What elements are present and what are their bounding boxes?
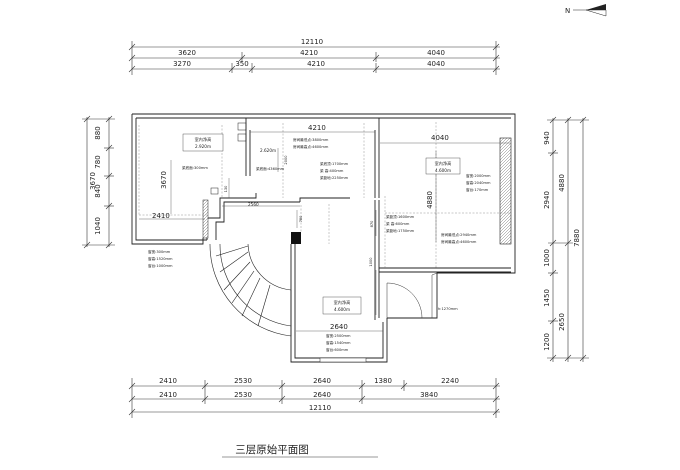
left-window-width: 窗宽:300mm bbox=[148, 249, 171, 254]
left-window-sill: 窗台:1000mm bbox=[148, 263, 173, 268]
bottom-dim-6: 2410 bbox=[159, 391, 177, 399]
left-total-dim: 3670 bbox=[89, 172, 97, 190]
shaft-box bbox=[210, 187, 219, 195]
right-h-high: 房间最高点:4600mm bbox=[441, 239, 477, 244]
right-dim-2: 2940 bbox=[543, 191, 551, 209]
bottom-total-dim: 12110 bbox=[309, 404, 331, 412]
right-dimension-lines bbox=[547, 116, 589, 362]
left-dim-2: 780 bbox=[94, 155, 102, 168]
middle-beam-floor: 梁距地:2250mm bbox=[320, 175, 349, 180]
right-window-width: 窗宽:2000mm bbox=[466, 173, 491, 178]
right-window-height: 窗高:2040mm bbox=[466, 180, 491, 185]
bottom-room-height: 4.600m bbox=[334, 307, 350, 312]
middle-dim-780: 780 bbox=[299, 215, 303, 223]
north-label: N bbox=[565, 7, 570, 15]
middle-beam-top: 梁底顶:1700mm bbox=[320, 161, 349, 166]
right-dim-7: 2650 bbox=[558, 313, 566, 331]
right-dim-4040: 4040 bbox=[431, 134, 449, 142]
left-room-name: 室内净高 bbox=[195, 136, 212, 143]
bottom-room-name: 室内净高 bbox=[334, 299, 351, 306]
middle-h-high: 房间最高点:4600mm bbox=[293, 144, 329, 149]
bottom-dim-1: 2410 bbox=[159, 377, 177, 385]
right-dim-1: 940 bbox=[543, 131, 551, 144]
right-h-low: 房间最低点:2940mm bbox=[441, 232, 477, 237]
middle-level: 2.620m bbox=[260, 148, 276, 153]
right-dim-4: 1450 bbox=[543, 289, 551, 307]
right-beam-top: 梁距顶:1600mm bbox=[386, 214, 415, 219]
middle-beam-high: 梁 高:400mm bbox=[320, 168, 344, 173]
top-dim-7: 4040 bbox=[427, 60, 445, 68]
right-beam-floor: 梁距地:1750mm bbox=[386, 228, 415, 233]
interior-dimension-lines bbox=[139, 131, 510, 332]
north-arrow-icon bbox=[586, 4, 606, 10]
middle-beam-left: 梁底面:4360mm bbox=[256, 166, 285, 171]
right-window-sill: 窗台:170mm bbox=[466, 187, 489, 192]
top-total-dim: 12110 bbox=[301, 38, 323, 46]
middle-h-low: 房间最低点:3800mm bbox=[293, 137, 329, 142]
shaft-box bbox=[237, 122, 247, 131]
top-dim-3: 4040 bbox=[427, 49, 445, 57]
bottom-window-sill: 窗台:600mm bbox=[326, 347, 349, 352]
right-beam-high: 梁 高:600mm bbox=[386, 221, 410, 226]
middle-dim-1000: 1000 bbox=[369, 257, 373, 267]
bottom-window bbox=[319, 357, 367, 363]
bottom-dimension-lines bbox=[128, 378, 500, 418]
left-dim-1: 880 bbox=[94, 126, 102, 139]
top-dim-1: 3620 bbox=[178, 49, 196, 57]
bottom-dim-4: 1380 bbox=[374, 377, 392, 385]
right-dim-6: 4880 bbox=[558, 174, 566, 192]
top-dim-6: 4210 bbox=[307, 60, 325, 68]
right-room-height: 4.600m bbox=[435, 168, 451, 173]
walls bbox=[131, 113, 516, 363]
left-room-dim-v: 3670 bbox=[160, 171, 168, 189]
bottom-dim-5: 2240 bbox=[441, 377, 459, 385]
bottom-dim-8: 2640 bbox=[313, 391, 331, 399]
middle-dim-2560: 2560 bbox=[248, 202, 259, 207]
column bbox=[291, 232, 301, 244]
bottom-dim-9: 3840 bbox=[420, 391, 438, 399]
middle-dim-870: 870 bbox=[370, 220, 374, 228]
right-total-dim: 7880 bbox=[573, 229, 581, 247]
drawing-title: 三层原始平面图 bbox=[235, 443, 309, 456]
top-dimension-lines bbox=[128, 41, 500, 75]
left-dim-4: 1040 bbox=[94, 217, 102, 235]
left-dim-3: 840 bbox=[94, 184, 102, 197]
left-room-box bbox=[182, 133, 224, 152]
bottom-window-width: 窗宽:2500mm bbox=[326, 333, 351, 338]
left-room-beam: 梁底面:300mm bbox=[182, 165, 208, 170]
bottom-dim-7: 2530 bbox=[234, 391, 252, 399]
north-arrow: N bbox=[565, 4, 607, 17]
left-dimension-lines bbox=[82, 115, 115, 249]
shaft-box bbox=[237, 133, 247, 142]
right-dim-3: 1000 bbox=[543, 249, 551, 267]
middle-dim-130: 130 bbox=[224, 185, 228, 193]
bottom-room-box bbox=[322, 296, 362, 315]
bottom-window-height: 窗高:1540mm bbox=[326, 340, 351, 345]
top-dim-2: 4210 bbox=[300, 49, 318, 57]
right-dim-4880: 4880 bbox=[426, 191, 434, 209]
bottom-dim-2640: 2640 bbox=[330, 323, 348, 331]
right-dim-5: 1200 bbox=[543, 333, 551, 351]
left-room-height: 2.920m bbox=[195, 144, 211, 149]
bottom-dim-3: 2640 bbox=[313, 377, 331, 385]
left-window-height: 窗高:1520mm bbox=[148, 256, 173, 261]
bottom-door-height: h:1270mm bbox=[438, 307, 458, 311]
right-room-box bbox=[425, 157, 461, 175]
bottom-dim-2: 2530 bbox=[234, 377, 252, 385]
right-room-name: 室内净高 bbox=[435, 160, 452, 167]
top-dim-4: 3270 bbox=[173, 60, 191, 68]
middle-dim-2000: 2000 bbox=[284, 155, 288, 165]
right-window bbox=[499, 137, 512, 245]
middle-dim-4210: 4210 bbox=[308, 124, 326, 132]
door bbox=[386, 272, 438, 319]
left-room-dim-h: 2410 bbox=[152, 212, 170, 220]
top-dim-5: 350 bbox=[235, 60, 248, 68]
spiral-staircase bbox=[209, 243, 292, 337]
